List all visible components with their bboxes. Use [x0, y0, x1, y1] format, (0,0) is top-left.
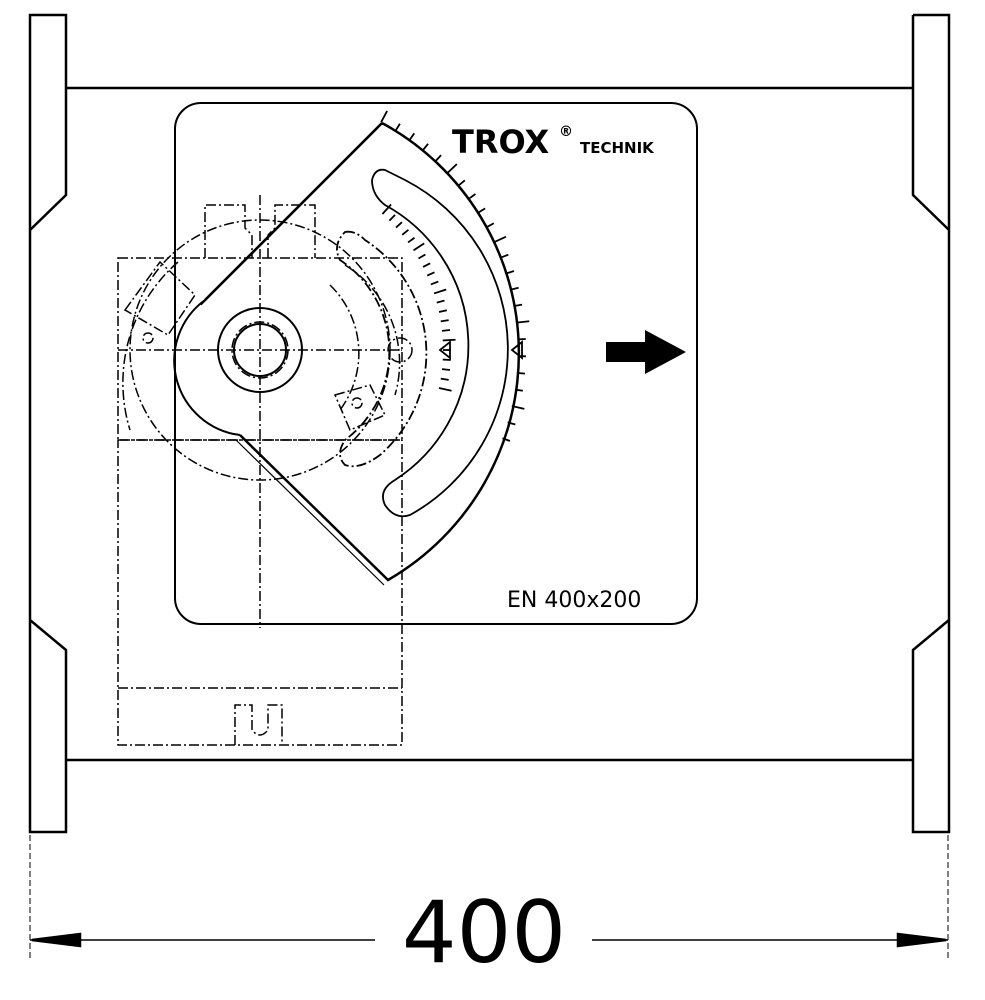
dimension: 400 — [29, 835, 949, 983]
shaft-inner — [233, 323, 287, 377]
scale-tick — [408, 132, 416, 141]
scale-tick — [422, 262, 431, 268]
scale-tick — [516, 320, 530, 324]
scale-tick — [516, 371, 526, 375]
scale-tick — [441, 368, 451, 371]
actuator-outline — [117, 195, 413, 746]
scale-tick — [436, 299, 445, 304]
dimension-width-label: 400 — [402, 883, 566, 983]
inner-slot — [336, 230, 428, 468]
scale-tick — [441, 329, 451, 332]
dimension-arrow-left — [31, 932, 82, 948]
scale-tick — [395, 221, 403, 229]
scale-tick — [477, 207, 486, 214]
scale-tick — [510, 286, 519, 291]
scale-tick — [418, 253, 426, 260]
hub — [173, 299, 241, 436]
logo-suffix: TECHNIK — [580, 139, 655, 157]
flow-arrow-icon — [606, 330, 686, 374]
scale-tick — [502, 437, 511, 442]
scale-tick — [407, 237, 416, 244]
scale-tick — [468, 193, 476, 200]
scale-tick — [514, 388, 523, 392]
scale-tick — [426, 271, 435, 277]
outer-slot — [371, 168, 509, 518]
logo-brand: TROX — [452, 123, 550, 161]
scale-ticks — [380, 110, 530, 442]
scale-tick — [440, 319, 449, 323]
scale-tick — [401, 229, 410, 236]
scale-tick — [434, 154, 442, 162]
scale-tick — [422, 143, 429, 151]
scale-tick — [500, 253, 509, 259]
scale-tick — [493, 235, 507, 243]
scale-tick — [381, 203, 392, 215]
scale-tick — [433, 288, 447, 295]
sector-edge-double — [235, 439, 385, 586]
sector-edge-double — [200, 127, 379, 306]
scale-tick — [514, 303, 523, 307]
scale-tick — [507, 421, 516, 426]
dimension-arrow-right — [896, 932, 947, 948]
shaft-outer — [217, 307, 303, 393]
scale-tick — [430, 280, 439, 286]
scale-tick — [486, 222, 495, 228]
scale-tick — [394, 123, 401, 132]
scale-tick — [446, 163, 458, 174]
scale-tick — [438, 309, 448, 313]
left-flange — [28, 13, 68, 834]
type-label: EN 400x200 — [507, 588, 641, 613]
scale-tick — [412, 242, 425, 252]
scale-tick — [511, 405, 525, 410]
scale-tick — [458, 179, 466, 187]
scale-tick — [388, 214, 396, 222]
scale-tick — [442, 338, 456, 342]
scale-tick — [506, 270, 515, 275]
scale-tick — [440, 377, 449, 381]
scale-tick — [438, 387, 452, 392]
logo-registered: ® — [559, 124, 573, 140]
pointer-mark — [438, 340, 523, 360]
scale-tick — [380, 110, 388, 123]
right-flange — [911, 13, 951, 834]
scale-sector — [204, 121, 521, 582]
